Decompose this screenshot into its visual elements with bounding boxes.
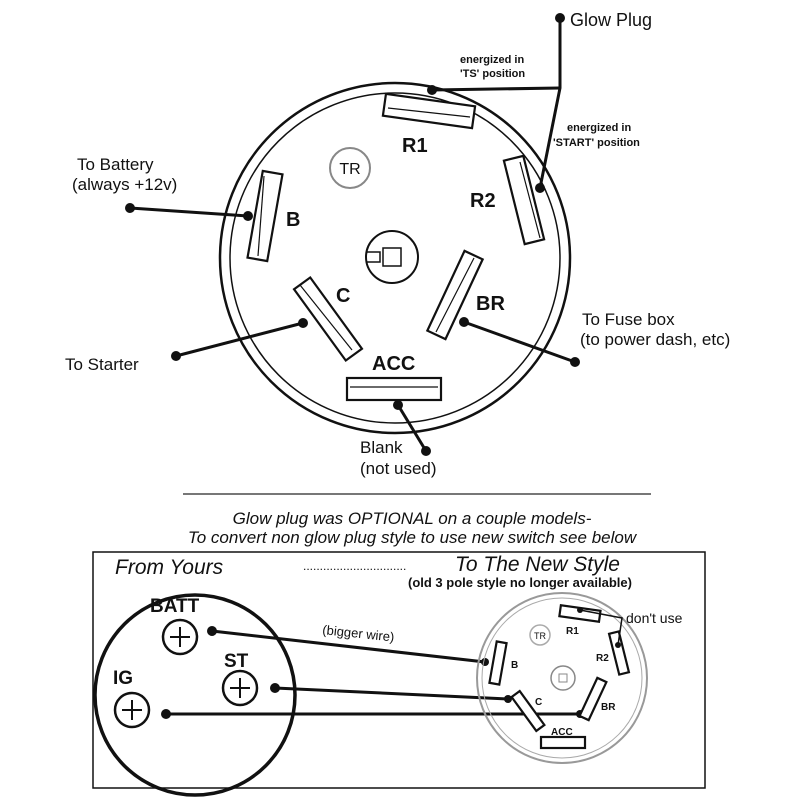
dont-use-dot-2 [615, 642, 621, 648]
new-c-blade [510, 689, 546, 733]
energized-ts-line1: energized in [460, 54, 524, 66]
switch-outer-ring [218, 81, 572, 435]
new-switch-inner [481, 597, 643, 759]
st-wire-dot [270, 683, 280, 693]
starter-label: To Starter [65, 355, 139, 374]
new-tr-mark [529, 624, 551, 646]
new-switch: TR R1 R2 B C BR ACC don't use [476, 592, 683, 764]
batt-to-b-wire [211, 629, 486, 664]
new-acc-label: ACC [551, 727, 573, 738]
terminal-b-label: B [286, 209, 300, 231]
new-r2-blade [607, 630, 631, 676]
dont-use-wire [579, 609, 623, 646]
to-subtitle: (old 3 pole style no longer available) [408, 575, 632, 590]
switch-inner-ring [229, 92, 561, 424]
from-title: From Yours [115, 556, 224, 579]
c-wire-dot [504, 695, 512, 703]
new-r1-label: R1 [566, 626, 579, 637]
to-title: To The New Style [455, 553, 620, 576]
b-wire-dot [481, 658, 489, 666]
blank-label-line1: Blank [360, 438, 403, 457]
terminal-r1-label: R1 [402, 135, 428, 157]
switch-top: TR [218, 81, 572, 435]
new-r2-label: R2 [596, 653, 609, 664]
starter-wire [175, 321, 304, 358]
battery-label-line2: (always +12v) [72, 175, 177, 194]
ig-label: IG [113, 668, 133, 689]
start-dot [535, 183, 545, 193]
terminal-br-label: BR [476, 293, 505, 315]
st-post [221, 669, 259, 707]
fuse-dot-terminal [459, 317, 469, 327]
fuse-wire [463, 320, 576, 364]
new-tr-label: TR [534, 631, 546, 641]
fuse-label-line1: To Fuse box [582, 310, 675, 329]
new-b-label: B [511, 660, 518, 671]
glow-plug-label: Glow Plug [570, 10, 652, 30]
blank-dot-terminal [393, 400, 403, 410]
fuse-label-line2: (to power dash, etc) [580, 330, 730, 349]
blank-label-line2: (not used) [360, 459, 437, 478]
new-switch-outer [476, 592, 648, 764]
terminal-acc-blade [345, 376, 443, 402]
blank-dot-end [421, 446, 431, 456]
terminal-r2-label: R2 [470, 190, 496, 212]
battery-label-line1: To Battery [77, 155, 154, 174]
dont-use-dot-1 [577, 607, 583, 613]
batt-label: BATT [150, 596, 200, 617]
conversion-box [92, 551, 706, 789]
battery-wire [129, 206, 249, 218]
ig-post [113, 691, 151, 729]
terminal-b-blade [246, 169, 284, 263]
old-switch-body [93, 593, 297, 797]
tr-mark-circle [329, 147, 371, 189]
energized-ts-line2: 'TS' position [460, 68, 525, 80]
new-b-blade [488, 640, 508, 686]
note-line1: Glow plug was OPTIONAL on a couple model… [233, 509, 592, 528]
glow-plug-dot [555, 13, 565, 23]
note-line2: To convert non glow plug style to use ne… [188, 528, 638, 547]
new-br-label: BR [601, 702, 616, 713]
fuse-dot-end [570, 357, 580, 367]
old-switch: BATT ST IG [93, 593, 297, 797]
battery-dot-terminal [243, 211, 253, 221]
batt-post [161, 618, 199, 656]
ts-wire [431, 86, 561, 92]
st-to-c-wire [274, 686, 509, 701]
terminal-br-blade [425, 249, 485, 341]
bigger-wire-note: (bigger wire) [322, 622, 395, 644]
dont-use-label: don't use [626, 610, 683, 626]
energized-start-line1: energized in [567, 122, 631, 134]
terminal-r1-blade [381, 92, 477, 130]
starter-dot-end [171, 351, 181, 361]
center-cam [365, 230, 419, 284]
blank-wire [396, 404, 428, 452]
terminal-c-blade [292, 275, 364, 363]
terminal-acc-label: ACC [372, 353, 415, 375]
st-label: ST [224, 651, 249, 672]
starter-dot-terminal [298, 318, 308, 328]
terminal-c-label: C [336, 285, 350, 307]
ig-wire-dot [161, 709, 171, 719]
dots-separator: ............................... [303, 559, 406, 573]
new-acc-blade [539, 735, 587, 750]
energized-start-line2: 'START' position [553, 137, 640, 149]
terminal-r2-blade [502, 154, 546, 246]
tr-mark-label: TR [339, 161, 360, 178]
new-br-blade [578, 676, 608, 722]
batt-wire-dot [207, 626, 217, 636]
top-wires [125, 13, 580, 456]
battery-dot-end [125, 203, 135, 213]
ts-dot [427, 85, 437, 95]
new-c-label: C [535, 697, 542, 708]
